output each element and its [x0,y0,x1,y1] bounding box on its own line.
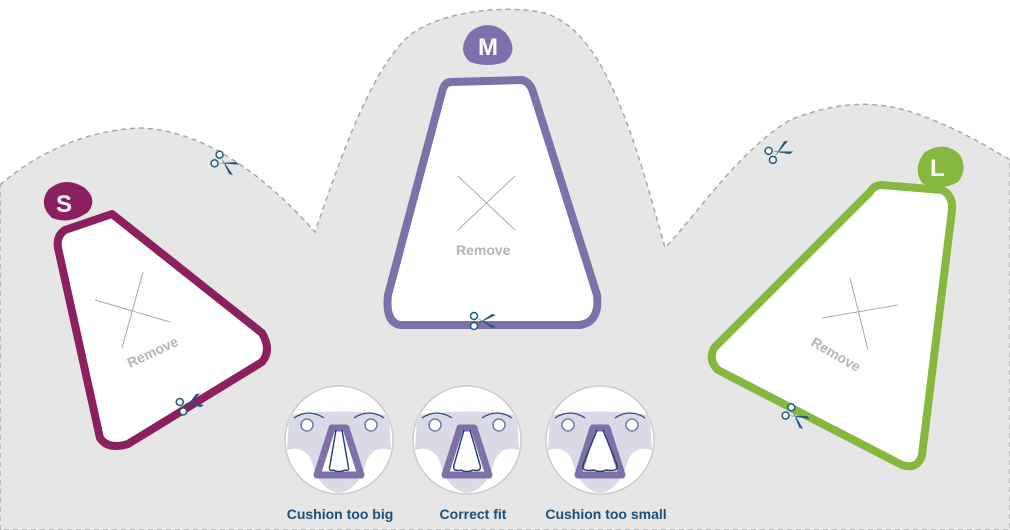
remove-cross-icon [821,304,899,319]
svg-text:M: M [478,34,498,61]
size-s-cushion[interactable]: Remove [53,210,271,450]
size-m-cushion[interactable]: Remove [383,76,602,329]
fit-correct-illustration [412,385,522,495]
size-s-badge: S [43,181,93,221]
remove-label: Remove [456,242,511,258]
fit-label-too-big: Cushion too big [286,506,394,522]
fit-label-too-small: Cushion too small [545,506,667,522]
svg-text:L: L [930,155,945,182]
fit-label-correct: Correct fit [439,506,507,522]
size-l-badge: L [917,146,964,188]
size-m-badge: M [463,25,513,65]
fit-too-small-illustration [545,385,655,495]
fit-too-big-illustration [284,385,394,495]
size-l-cushion[interactable]: Remove [707,181,957,471]
svg-text:S: S [56,191,72,218]
